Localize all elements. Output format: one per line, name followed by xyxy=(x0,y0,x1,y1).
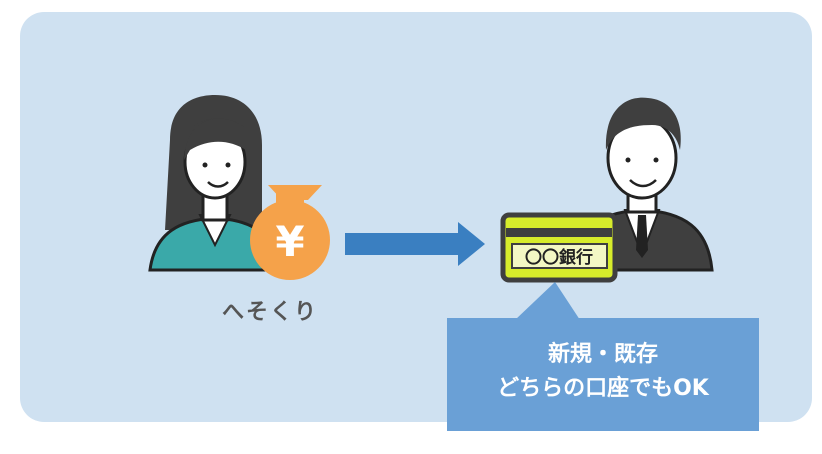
yen-symbol: ¥ xyxy=(275,217,304,266)
transfer-arrow xyxy=(345,222,485,266)
callout-line-1: 新規・既存 xyxy=(547,342,658,367)
hesokuri-label: へそくり xyxy=(222,300,319,325)
callout-line-2: どちらの口座でもOK xyxy=(497,376,709,401)
callout-pointer xyxy=(515,282,580,320)
bank-card-label: 〇〇銀行 xyxy=(525,247,593,268)
callout-box: 新規・既存 どちらの口座でもOK xyxy=(447,318,759,431)
woman-figure xyxy=(148,95,282,272)
bank-card-icon xyxy=(500,212,618,283)
money-bag-icon xyxy=(250,185,330,280)
